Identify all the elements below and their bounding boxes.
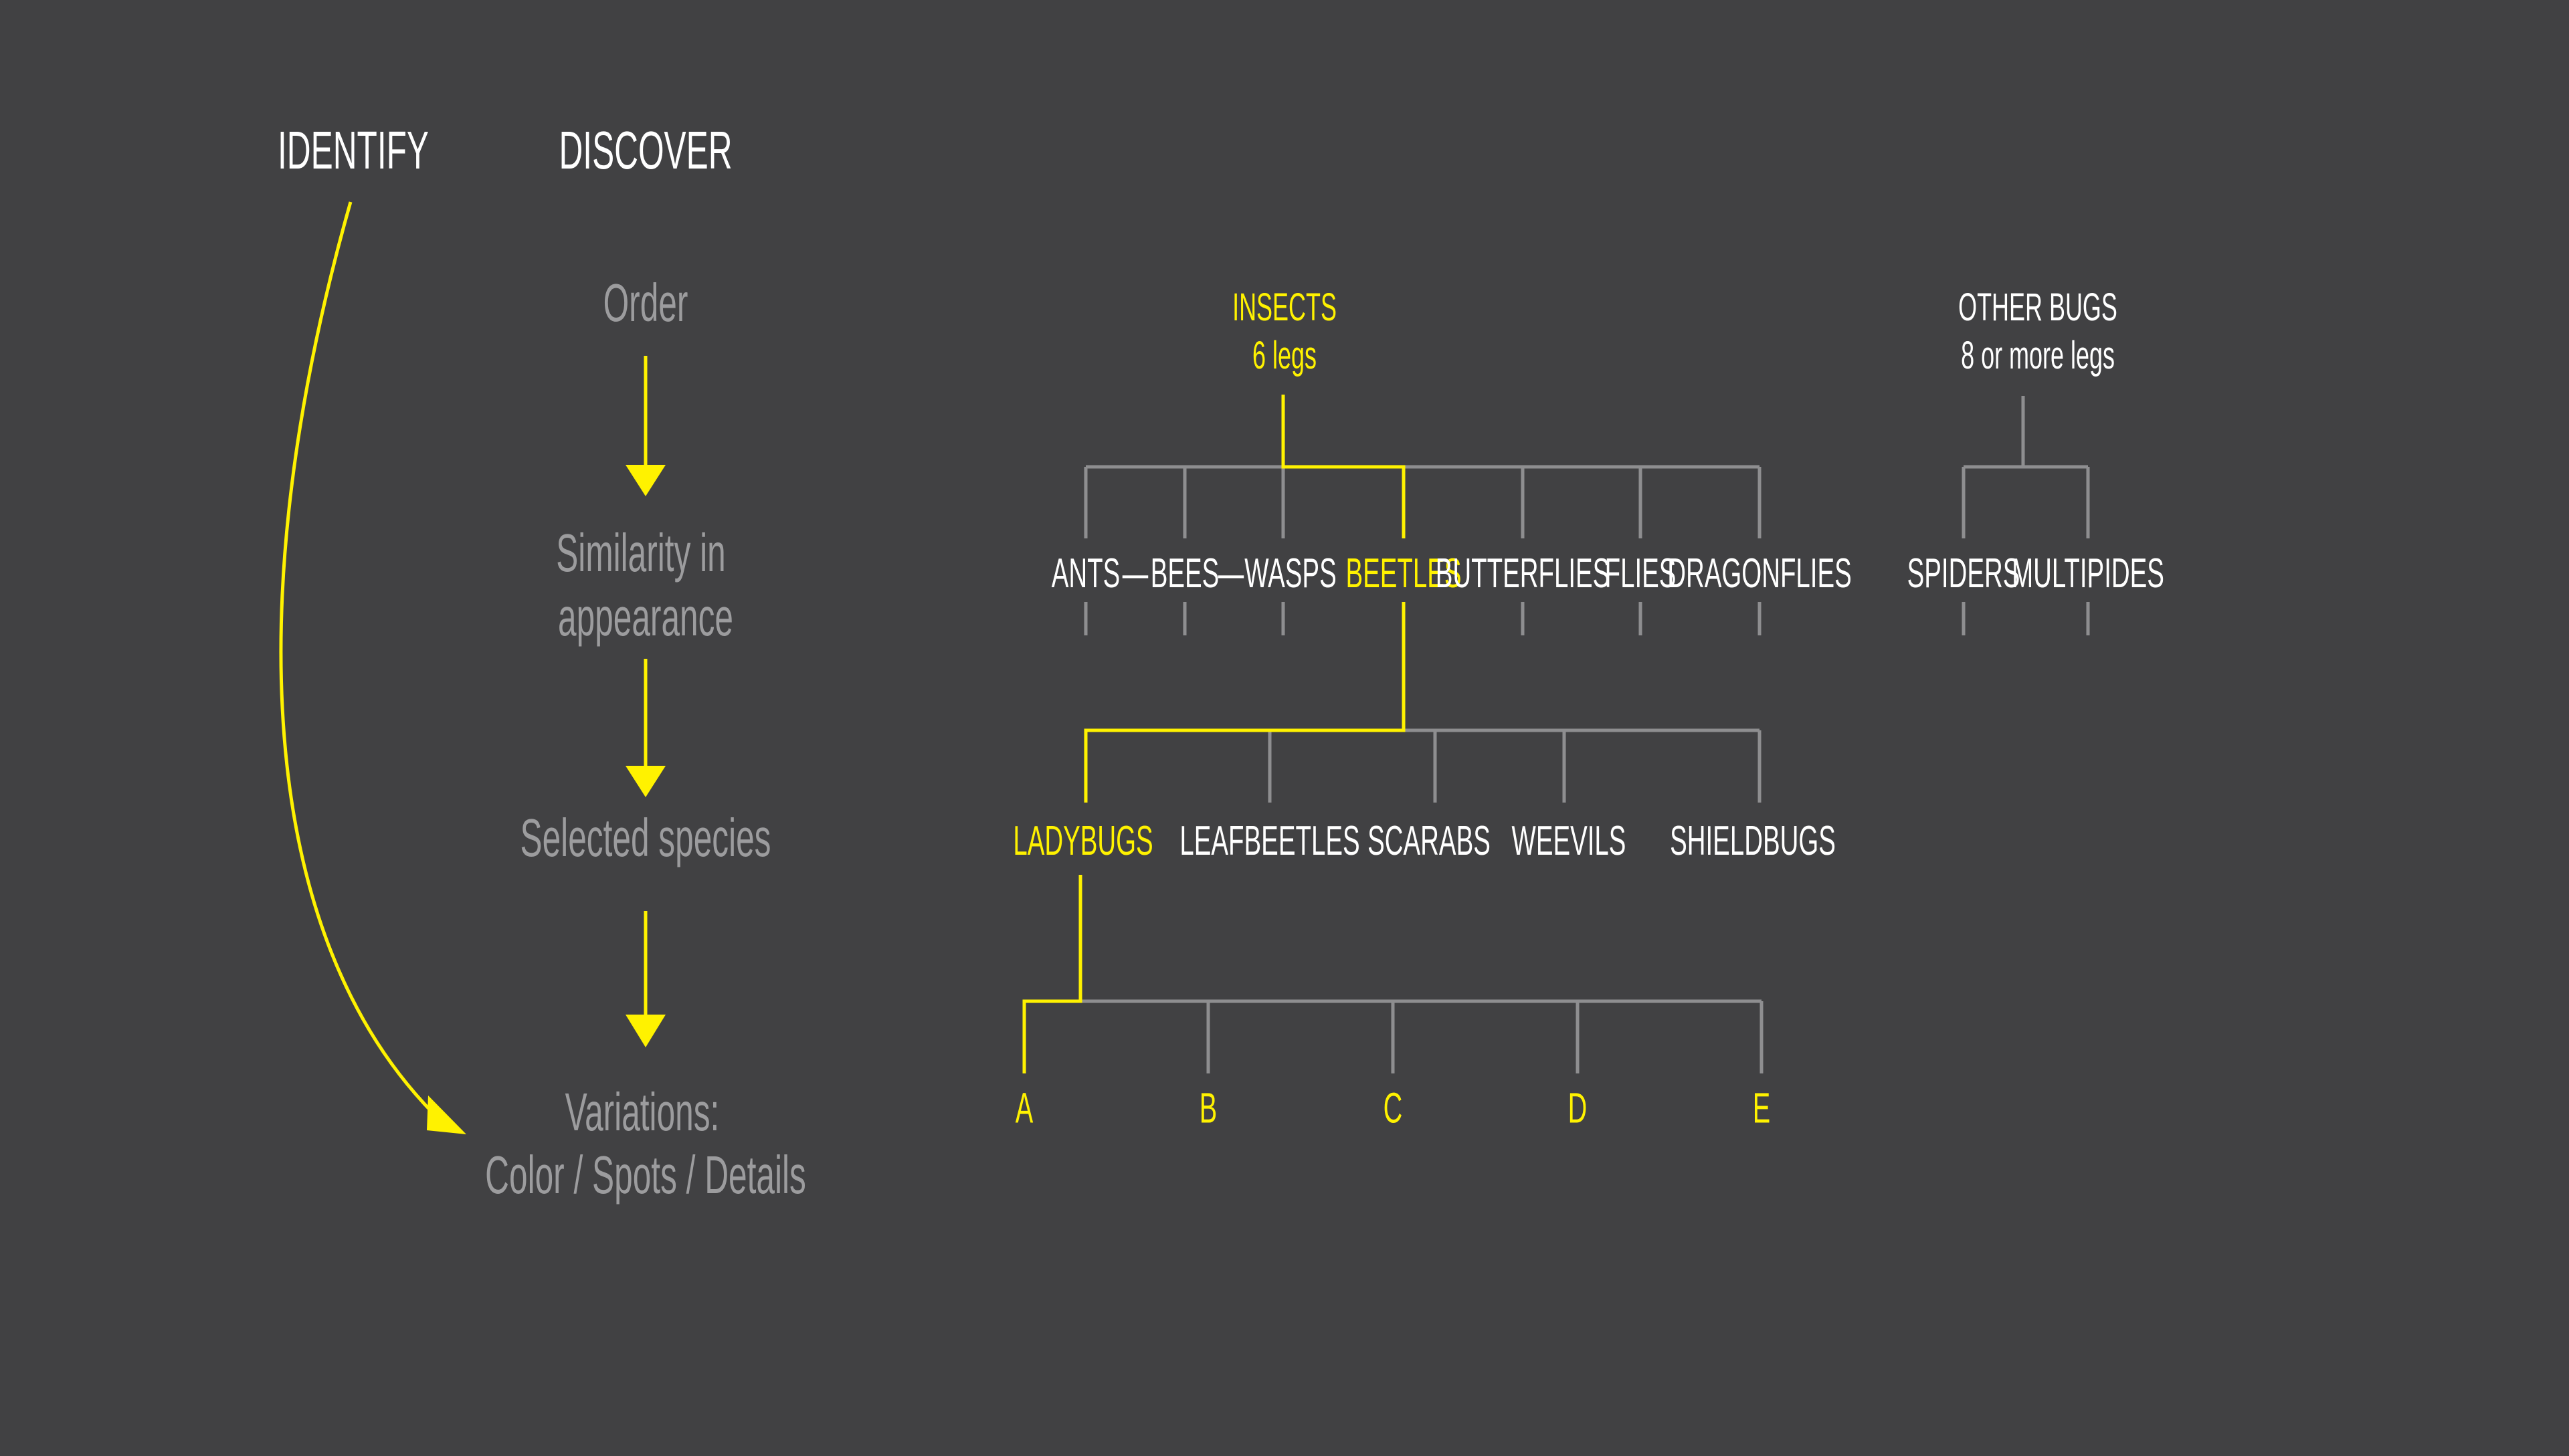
step-selected-species: Selected species	[520, 808, 771, 868]
variation-c: C	[1383, 1083, 1403, 1132]
variation-d: D	[1567, 1083, 1588, 1132]
order-butterflies: BUTTERFLIES	[1435, 550, 1610, 597]
step-order: Order	[603, 273, 688, 333]
insects-title: INSECTS	[1232, 286, 1337, 330]
discover-arrow-2	[626, 659, 666, 797]
discover-header: DISCOVER	[559, 120, 733, 180]
separator-dash-1: —	[1122, 550, 1149, 597]
insects-bracket	[1084, 465, 1762, 635]
identify-header: IDENTIFY	[278, 120, 429, 180]
discover-arrow-3	[626, 911, 666, 1047]
step-variations-line1: Variations:	[565, 1082, 720, 1142]
variation-e: E	[1752, 1083, 1771, 1132]
order-ants: ANTS	[1051, 550, 1121, 597]
step-variations-line2: Color / Spots / Details	[485, 1145, 806, 1205]
species-leafbeetles: LEAFBEETLES	[1179, 817, 1360, 864]
variation-a: A	[1015, 1083, 1034, 1132]
insects-subtitle: 6 legs	[1252, 334, 1317, 378]
insects-highlight-path	[1281, 395, 1406, 538]
separator-dash-2: —	[1218, 550, 1244, 597]
beetles-bracket	[1268, 728, 1762, 803]
other-bugs-subtitle: 8 or more legs	[1961, 334, 2115, 378]
species-ladybugs: LADYBUGS	[1013, 817, 1153, 864]
discover-arrow-1	[626, 356, 666, 496]
beetles-highlight-path	[1084, 602, 1406, 803]
identify-arrow	[279, 201, 466, 1134]
order-flies: FLIES	[1604, 550, 1677, 597]
order-wasps: WASPS	[1244, 550, 1337, 597]
other-bugs-title: OTHER BUGS	[1958, 286, 2117, 330]
order-multipides: MULTIPIDES	[2012, 550, 2164, 597]
order-bees: BEES	[1150, 550, 1220, 597]
variation-b: B	[1199, 1083, 1218, 1132]
ladybugs-highlight-path	[1022, 875, 1082, 1073]
species-shieldbugs: SHIELDBUGS	[1670, 817, 1836, 864]
step-similarity-line1: Similarity in	[556, 523, 726, 583]
species-weevils: WEEVILS	[1511, 817, 1626, 864]
order-spiders: SPIDERS	[1907, 550, 2020, 597]
step-similarity-line2: appearance	[558, 587, 733, 647]
order-beetles: BEETLES	[1345, 550, 1462, 597]
ladybugs-bracket	[1080, 999, 1764, 1073]
other-bugs-bracket	[1962, 396, 2090, 635]
order-dragonflies: DRAGONFLIES	[1667, 550, 1852, 597]
species-scarabs: SCARABS	[1367, 817, 1491, 864]
